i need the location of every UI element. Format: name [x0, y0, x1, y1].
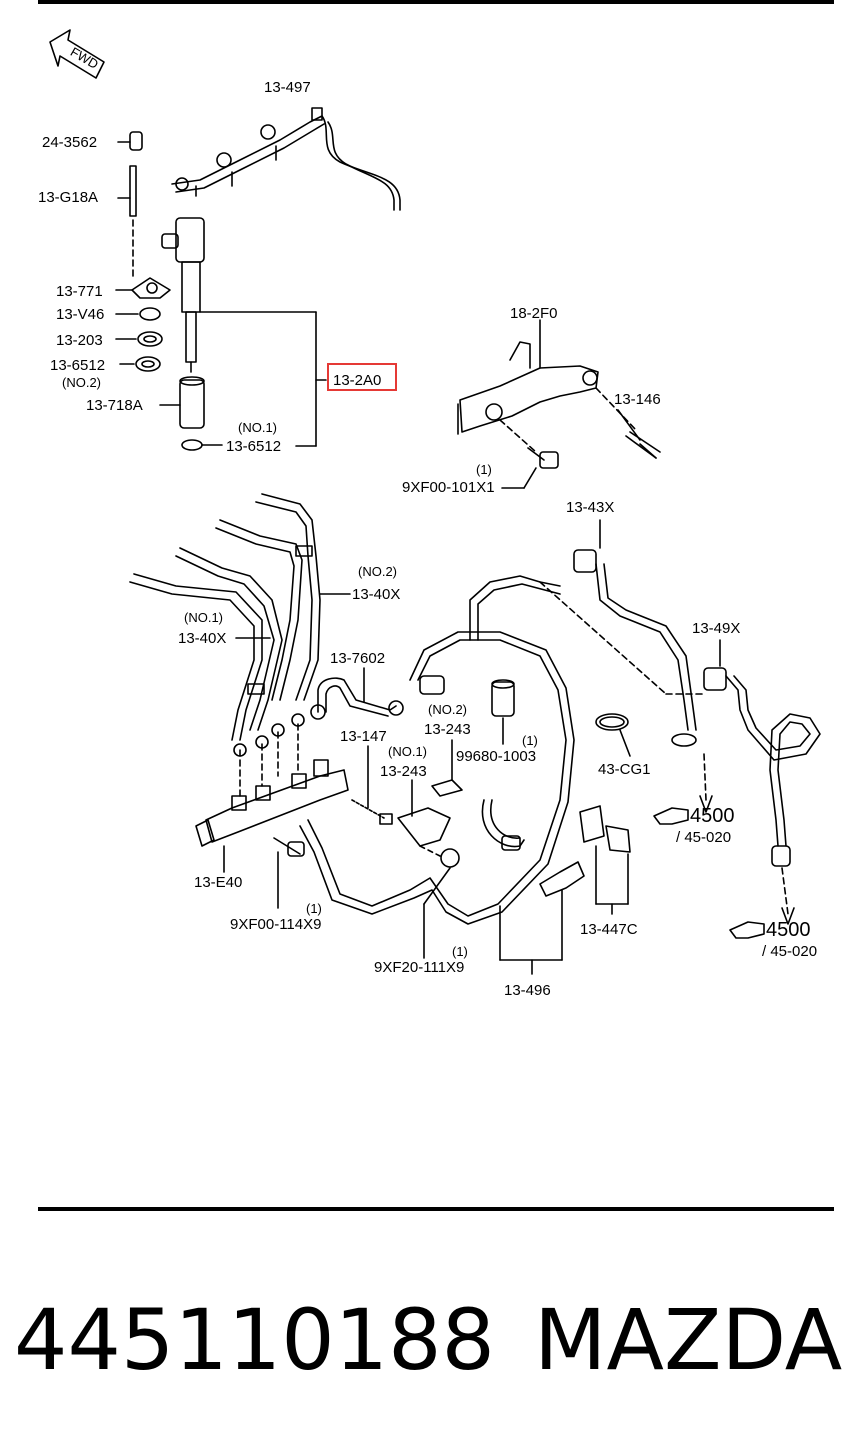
callout-9XF00-114X9: 9XF00-114X9 — [230, 916, 321, 933]
callout-no2-pipe: (NO.2) — [358, 564, 397, 579]
callout-ref-45-020-b: / 45-020 — [762, 943, 817, 960]
part-number: 445110188 — [14, 1291, 495, 1389]
callout-9XF00-101X1: 9XF00-101X1 — [402, 479, 495, 496]
callout-ref-4500-b: 4500 — [766, 919, 811, 941]
callout-9XF20-111X9: 9XF20-111X9 — [374, 959, 464, 976]
callout-13-G18A: 13-G18A — [38, 189, 98, 206]
stud-13-146 — [617, 409, 661, 459]
callout-13-447C: 13-447C — [580, 921, 638, 938]
pointing-hand-icon-b — [729, 921, 765, 939]
callout-13-243-no2: 13-243 — [424, 721, 471, 738]
parts-diagram: FWD 13-497 24-3562 13-G18A 13-771 13-V46… — [38, 29, 821, 999]
callout-no1-washer: (NO.1) — [238, 420, 277, 435]
clamp-43-CG1 — [595, 713, 631, 757]
fwd-arrow-icon — [49, 29, 105, 79]
callout-qty-111X9: (1) — [452, 944, 468, 959]
bolt-9XF00-101X1 — [501, 447, 559, 489]
callout-13-497: 13-497 — [264, 79, 311, 96]
callout-qty-114X9: (1) — [306, 901, 322, 916]
bracket-13-243-no1 — [397, 779, 451, 857]
bottom-rule — [38, 1207, 834, 1211]
callout-13-40X-no1: 13-40X — [178, 630, 226, 647]
bolt-13-147 — [351, 745, 393, 825]
bracket-18-2F0 — [457, 319, 637, 453]
callout-13-6512-no2: 13-6512 — [50, 357, 105, 374]
pipe-13-49X — [703, 639, 821, 925]
callout-ref-4500-a: 4500 — [690, 805, 735, 827]
cap-24-3562 — [117, 131, 143, 151]
highlight-box — [327, 363, 397, 391]
callout-13-E40: 13-E40 — [194, 874, 242, 891]
callout-13-43X: 13-43X — [566, 499, 614, 516]
nut-9XF20-111X9 — [423, 848, 460, 959]
clips-13-447C — [539, 805, 631, 915]
fwd-label: FWD — [68, 44, 101, 72]
bracket-13-243-no2 — [431, 739, 463, 797]
pipe-13-43X — [469, 519, 713, 813]
callout-24-3562: 24-3562 — [42, 134, 97, 151]
callout-99680-1003: 99680-1003 — [456, 748, 536, 765]
injector — [161, 217, 327, 447]
injection-pipes — [129, 493, 351, 741]
sleeve-13-718A — [159, 376, 205, 429]
common-rail — [195, 704, 349, 873]
callout-no1-bracket: (NO.1) — [388, 744, 427, 759]
pipe-13-7602 — [317, 667, 404, 717]
brand-name: MAZDA — [534, 1291, 843, 1389]
leak-off-pipe — [171, 107, 401, 211]
callout-13-147: 13-147 — [340, 728, 387, 745]
callout-13-2A0: 13-2A0 — [333, 372, 381, 389]
callout-qty-99680: (1) — [522, 733, 538, 748]
sleeve-99680-1003 — [491, 679, 515, 745]
callout-ref-45-020-a: / 45-020 — [676, 829, 731, 846]
callout-13-6512-no1: 13-6512 — [226, 438, 281, 455]
washer-13-6512-no1 — [181, 439, 223, 451]
callout-18-2F0: 18-2F0 — [510, 305, 558, 322]
callout-13-243-no1: 13-243 — [380, 763, 427, 780]
callout-no1-pipe: (NO.1) — [184, 610, 223, 625]
callout-no2-bracket: (NO.2) — [428, 702, 467, 717]
hose-13-496 — [299, 631, 575, 975]
callout-qty-101X1: (1) — [476, 462, 492, 477]
callout-13-146: 13-146 — [614, 391, 661, 408]
callout-13-V46: 13-V46 — [56, 306, 104, 323]
clamp-13-771 — [115, 277, 171, 299]
callout-13-496: 13-496 — [504, 982, 551, 999]
callout-13-40X-no2: 13-40X — [352, 586, 400, 603]
stud-13-G18A — [117, 165, 137, 281]
o-ring-13-V46 — [115, 307, 161, 321]
callout-13-49X: 13-49X — [692, 620, 740, 637]
callout-13-7602: 13-7602 — [330, 650, 385, 667]
pointing-hand-icon-a — [653, 807, 689, 825]
top-rule — [38, 0, 834, 4]
washer-13-6512-no2 — [119, 356, 161, 372]
callout-13-718A: 13-718A — [86, 397, 143, 414]
callout-13-771: 13-771 — [56, 283, 103, 300]
bolt-9XF00-114X9 — [273, 837, 305, 909]
callout-no2-injector: (NO.2) — [62, 375, 101, 390]
callout-43-CG1: 43-CG1 — [598, 761, 651, 778]
callout-13-203: 13-203 — [56, 332, 103, 349]
seal-13-203 — [115, 331, 163, 347]
